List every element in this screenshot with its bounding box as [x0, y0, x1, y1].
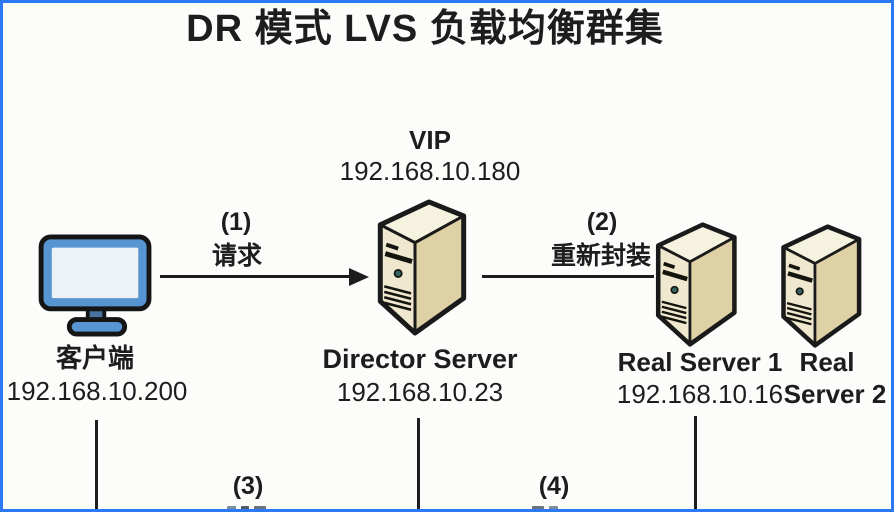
- real-server-2-icon: [771, 223, 868, 349]
- step2-label: 重新封装: [551, 242, 652, 270]
- step1-label: 请求: [211, 242, 263, 270]
- clipped-text-fragment: [532, 506, 558, 509]
- vip-label: VIP: [409, 125, 451, 155]
- director-downlink-line: [417, 418, 420, 509]
- diagram-title: DR 模式 LVS 负载均衡群集: [186, 8, 664, 50]
- real-server-1-icon: [646, 221, 743, 348]
- client-address: 192.168.10.200: [6, 376, 188, 406]
- real-server-2-label-line2: Server 2: [783, 379, 887, 409]
- arrowhead-icon: [349, 268, 369, 286]
- step3-number: (3): [232, 472, 264, 500]
- director-label: Director Server: [322, 344, 518, 374]
- real-server-1-label: Real Server 1: [617, 347, 783, 377]
- client-downlink-line: [95, 420, 98, 509]
- client-computer-icon: [38, 234, 152, 337]
- clipped-text-fragment: [227, 506, 266, 509]
- director-server-icon: [370, 198, 470, 337]
- vip-block: VIP 192.168.10.180: [327, 125, 533, 187]
- step1-number: (1): [220, 208, 252, 236]
- request-arrow-line: [160, 275, 350, 278]
- real-server-2-label-line1: Real: [799, 347, 855, 377]
- client-label: 客户端: [55, 343, 135, 373]
- repackage-line: [482, 275, 654, 278]
- director-address: 192.168.10.23: [336, 377, 504, 407]
- vip-address: 192.168.10.180: [339, 156, 521, 187]
- step2-number: (2): [586, 208, 618, 236]
- real-server-1-address: 192.168.10.16: [616, 379, 784, 409]
- real-server-1-downlink-line: [694, 416, 697, 509]
- step4-number: (4): [538, 472, 570, 500]
